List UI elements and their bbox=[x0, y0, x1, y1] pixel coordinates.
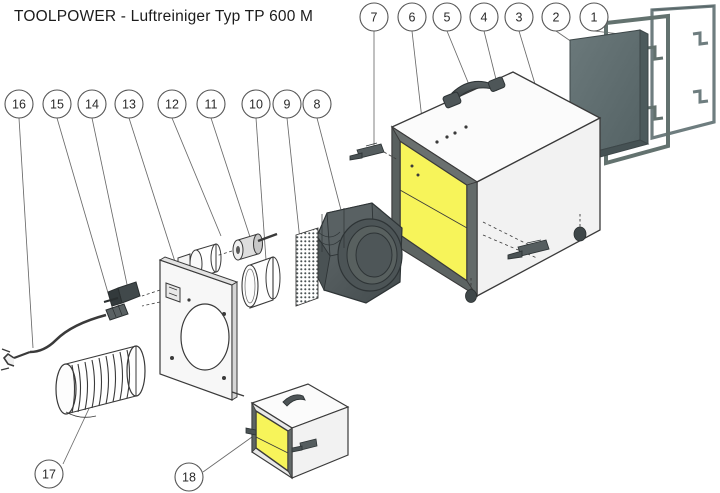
filter-frame-outer bbox=[650, 4, 716, 141]
callout-5[interactable]: 5 bbox=[432, 2, 462, 32]
callout-14[interactable]: 14 bbox=[77, 89, 107, 119]
intake-collar bbox=[241, 256, 281, 309]
callout-6[interactable]: 6 bbox=[397, 2, 427, 32]
callout-5-label: 5 bbox=[444, 10, 451, 24]
rubber-foot-right bbox=[573, 214, 587, 242]
callout-18-label: 18 bbox=[182, 470, 196, 484]
callout-group-top: 7 6 5 4 3 2 1 bbox=[359, 2, 609, 32]
latch-clip-right bbox=[507, 239, 550, 260]
callout-10[interactable]: 10 bbox=[241, 89, 271, 119]
callout-7-label: 7 bbox=[371, 10, 378, 24]
callout-1[interactable]: 1 bbox=[579, 2, 609, 32]
callout-15[interactable]: 15 bbox=[42, 89, 72, 119]
callout-10-label: 10 bbox=[249, 97, 263, 111]
blower-assembly bbox=[312, 202, 403, 304]
callout-8-label: 8 bbox=[314, 97, 321, 111]
callout-7[interactable]: 7 bbox=[359, 2, 389, 32]
callout-4-label: 4 bbox=[481, 10, 488, 24]
rocker-switch bbox=[103, 281, 141, 307]
carry-handle bbox=[442, 76, 506, 109]
callout-16-label: 16 bbox=[12, 97, 26, 111]
callout-9[interactable]: 9 bbox=[272, 89, 302, 119]
callout-9-label: 9 bbox=[284, 97, 291, 111]
callout-6-label: 6 bbox=[409, 10, 416, 24]
callout-11[interactable]: 11 bbox=[196, 89, 226, 119]
callout-2[interactable]: 2 bbox=[541, 2, 571, 32]
callout-3-label: 3 bbox=[516, 10, 523, 24]
callout-1-label: 1 bbox=[591, 10, 598, 24]
callout-group-bottom: 17 18 bbox=[34, 459, 204, 492]
callout-16[interactable]: 16 bbox=[4, 89, 34, 119]
collection-box bbox=[245, 383, 350, 480]
callout-18[interactable]: 18 bbox=[174, 462, 204, 492]
callout-13[interactable]: 13 bbox=[114, 89, 144, 119]
callout-4[interactable]: 4 bbox=[469, 2, 499, 32]
latch-clip-left bbox=[349, 142, 399, 161]
callout-15-label: 15 bbox=[50, 97, 64, 111]
cable-gland bbox=[105, 303, 129, 321]
callout-12-label: 12 bbox=[165, 97, 179, 111]
rubber-foot-front bbox=[465, 278, 477, 303]
callout-12[interactable]: 12 bbox=[157, 89, 187, 119]
callout-11-label: 11 bbox=[205, 97, 218, 111]
flexible-hose bbox=[55, 345, 146, 418]
callout-group-second: 16 15 14 13 12 11 bbox=[4, 89, 332, 119]
callout-2-label: 2 bbox=[553, 10, 560, 24]
callout-17-label: 17 bbox=[42, 467, 56, 481]
main-filter-panel bbox=[568, 29, 650, 164]
callout-3[interactable]: 3 bbox=[504, 2, 534, 32]
page-title: TOOLPOWER - Luftreiniger Typ TP 600 M bbox=[14, 8, 314, 25]
callout-14-label: 14 bbox=[85, 97, 99, 111]
callout-13-label: 13 bbox=[122, 97, 136, 111]
power-cord-plug bbox=[0, 313, 107, 371]
main-housing bbox=[390, 71, 602, 298]
mesh-grille bbox=[295, 227, 319, 307]
mounting-plate bbox=[141, 256, 245, 401]
callout-8[interactable]: 8 bbox=[302, 89, 332, 119]
motor-shaft bbox=[215, 232, 278, 261]
callout-17[interactable]: 17 bbox=[34, 459, 64, 489]
